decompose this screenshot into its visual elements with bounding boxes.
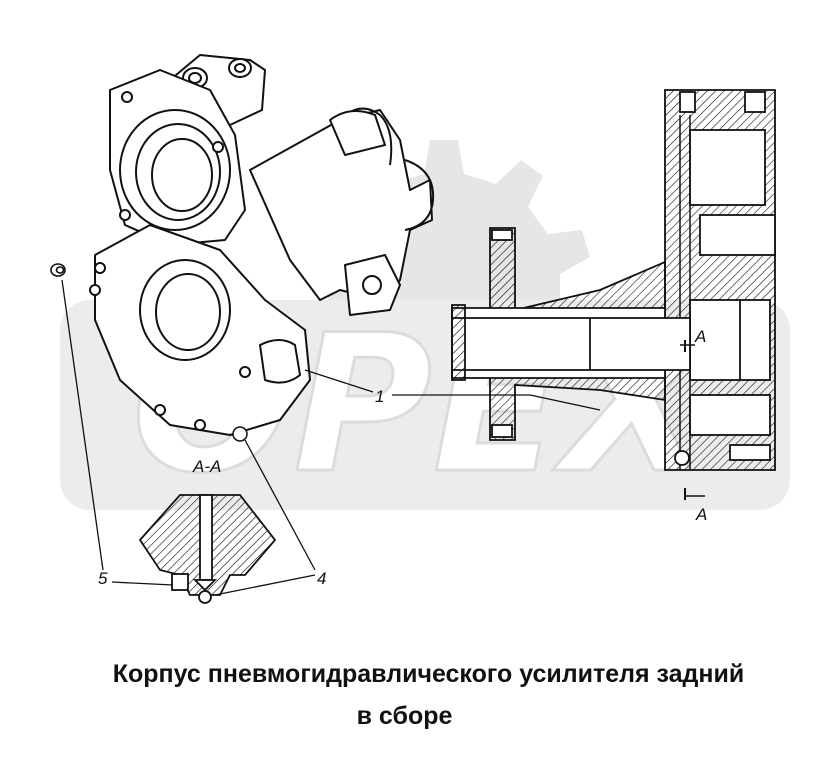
section-a-a <box>138 494 277 604</box>
assembly-drawing: ОРЕХ <box>50 54 790 604</box>
section-mark-bottom: А <box>695 505 707 524</box>
leader-lines <box>61 279 601 596</box>
caption-line-2: в сборе <box>356 702 453 730</box>
part-label-1: 1 <box>375 387 384 406</box>
plug-part-5 <box>50 263 66 277</box>
section-mark-top: А <box>694 327 706 346</box>
housing-cross-section <box>451 89 776 500</box>
part-label-5: 5 <box>98 569 108 588</box>
hole-marker <box>232 426 248 442</box>
part-label-4: 4 <box>317 569 326 588</box>
section-title: А-А <box>192 457 221 476</box>
caption-line-1: Корпус пневмогидравлического усилителя з… <box>112 660 745 688</box>
housing-3d-view <box>89 54 435 436</box>
